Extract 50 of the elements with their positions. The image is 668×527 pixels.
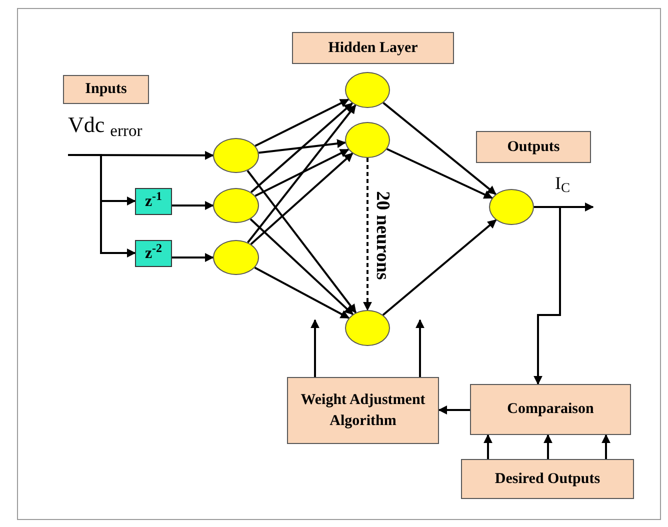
box-text: Inputs [84,80,128,100]
arrow [68,154,136,206]
arrow [172,253,214,262]
arrow [246,170,357,314]
label-box [292,32,454,64]
neuron-circle [345,310,390,346]
arrow [544,434,552,459]
box-text: Weight Adjustment Algorithm [300,390,426,430]
delay-block [135,240,172,267]
arrow [247,104,356,244]
arrow [484,434,492,459]
box-text: z$^{-1}$ [144,190,164,212]
arrow [382,102,496,195]
neuron-count-label: 20 neurons [372,191,392,280]
arrow [254,148,350,197]
box-text: z$^{-2}$ [144,242,164,264]
arrow [250,152,354,245]
arrow [258,139,346,154]
arrow [250,102,353,194]
neuron-circle [489,189,534,225]
process-box [287,377,439,444]
arrow [534,206,561,385]
neuron-circle [213,240,259,275]
process-box [461,459,634,499]
arrow [254,98,350,147]
arrow [310,319,320,377]
arrow [602,434,610,459]
arrow [100,200,136,258]
label-box [476,131,591,163]
arrow [172,201,214,210]
arrow [254,266,350,319]
arrow [382,219,497,316]
label-box [63,75,149,104]
neuron-circle [345,122,390,158]
neuron-circle [213,188,259,223]
arrow [438,406,470,414]
box-text: Desired Outputs [494,470,602,488]
arrow [250,218,354,316]
neuron-circle [213,138,259,173]
neuron-circle [345,72,390,108]
box-text: Outputs [506,138,561,157]
box-text: Hidden Layer [327,38,419,58]
arrow [416,319,424,377]
arrow [386,148,493,199]
delay-block [135,188,172,215]
process-box [470,384,631,435]
box-text: Comparaison [506,400,595,419]
signal-label: I$_{C}$ [555,174,570,192]
arrow [363,158,372,311]
signal-label: Vdc $_{error}$ [68,114,142,136]
